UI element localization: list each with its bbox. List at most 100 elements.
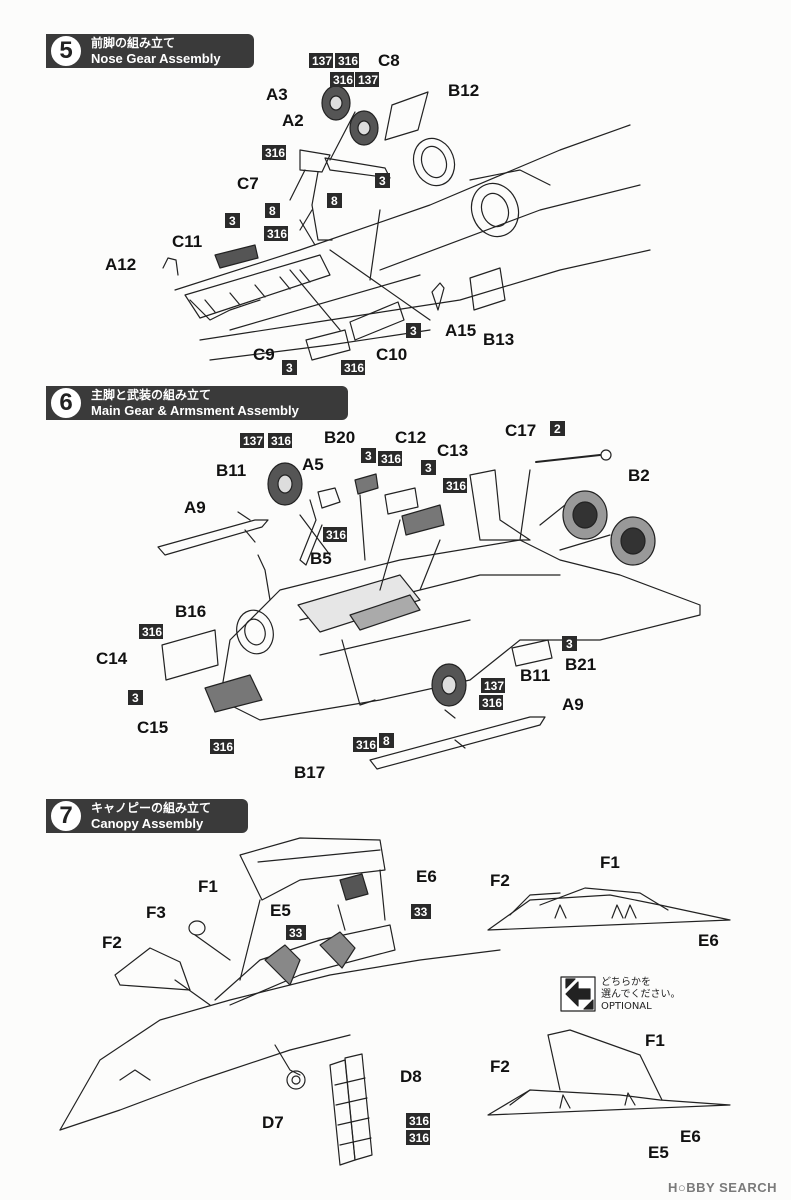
paint-code: 3	[562, 636, 577, 651]
optional-jp-line2: 選んでください。	[601, 989, 681, 1000]
svg-text:316: 316	[267, 227, 287, 241]
svg-text:316: 316	[381, 452, 401, 466]
svg-text:137: 137	[484, 679, 504, 693]
part-label: A12	[105, 255, 136, 274]
svg-text:316: 316	[409, 1114, 429, 1128]
paint-code: 3	[421, 460, 436, 475]
paint-code: 316	[378, 451, 402, 466]
step-7-number: 7	[49, 799, 83, 833]
part-label: F2	[102, 933, 122, 952]
part-label: D7	[262, 1113, 284, 1132]
svg-text:3: 3	[425, 461, 432, 475]
part-label: B17	[294, 763, 325, 782]
svg-text:316: 316	[338, 54, 358, 68]
svg-text:316: 316	[213, 740, 233, 754]
part-label: F1	[600, 853, 620, 872]
step5-fuselage-drawing	[162, 85, 651, 361]
svg-text:316: 316	[409, 1131, 429, 1145]
part-label: B11	[520, 666, 550, 685]
paint-code: 316	[330, 72, 354, 87]
part-label: E6	[680, 1127, 701, 1146]
part-label: B12	[448, 81, 479, 100]
svg-text:3: 3	[379, 174, 386, 188]
part-label: F1	[645, 1031, 665, 1050]
paint-code: 3	[225, 213, 240, 228]
paint-code: 3	[375, 173, 390, 188]
part-label: B16	[175, 602, 206, 621]
paint-code: 316	[406, 1113, 430, 1128]
svg-text:8: 8	[383, 734, 390, 748]
part-label: B5	[310, 549, 332, 568]
paint-code: 8	[327, 193, 342, 208]
part-label: C9	[253, 345, 275, 364]
paint-code: 33	[286, 925, 306, 940]
part-label: F2	[490, 1057, 510, 1076]
optional-note: どちらかを 選んでください。 OPTIONAL	[601, 977, 681, 1013]
part-label: A2	[282, 111, 304, 130]
paint-code: 2	[550, 421, 565, 436]
step-6-title-jp: 主脚と武装の組み立て	[91, 388, 212, 402]
svg-text:316: 316	[326, 528, 346, 542]
part-label: F2	[490, 871, 510, 890]
svg-text:137: 137	[358, 73, 378, 87]
step-6-title-en: Main Gear & Armsment Assembly	[91, 403, 299, 418]
paint-code: 316	[264, 226, 288, 241]
step6-airframe-drawing	[157, 449, 701, 770]
part-label: A9	[184, 498, 206, 517]
svg-text:3: 3	[132, 691, 139, 705]
svg-text:316: 316	[333, 73, 353, 87]
svg-text:137: 137	[312, 54, 332, 68]
part-label: E5	[270, 901, 291, 920]
paint-code: 137	[240, 433, 264, 448]
step7-cockpit-drawing	[59, 837, 731, 1166]
svg-text:316: 316	[344, 361, 364, 375]
svg-text:3: 3	[566, 637, 573, 651]
svg-text:33: 33	[289, 926, 303, 940]
part-label: B20	[324, 428, 355, 447]
step-5-title-en: Nose Gear Assembly	[91, 51, 221, 66]
svg-text:316: 316	[356, 738, 376, 752]
svg-text:33: 33	[414, 905, 428, 919]
part-label: F1	[198, 877, 218, 896]
watermark: H○BBY SEARCH	[668, 1180, 777, 1195]
optional-jp-line1: どちらかを	[601, 977, 651, 988]
paint-code: 3	[282, 360, 297, 375]
svg-text:3: 3	[229, 214, 236, 228]
svg-text:3: 3	[365, 449, 372, 463]
optional-en: OPTIONAL	[601, 1001, 652, 1012]
paint-code: 137	[309, 53, 333, 68]
svg-text:137: 137	[243, 434, 263, 448]
paint-code: 316	[139, 624, 163, 639]
paint-code: 316	[268, 433, 292, 448]
svg-text:2: 2	[554, 422, 561, 436]
step-6-header: 6 主脚と武装の組み立て Main Gear & Armsment Assemb…	[46, 386, 348, 420]
optional-symbol	[560, 976, 596, 1012]
part-label: C12	[395, 428, 426, 447]
paint-code: 8	[265, 203, 280, 218]
svg-text:316: 316	[271, 434, 291, 448]
part-label: B2	[628, 466, 650, 485]
part-label: A9	[562, 695, 584, 714]
part-label: B13	[483, 330, 514, 349]
svg-text:316: 316	[265, 146, 285, 160]
paint-code: 316	[210, 739, 234, 754]
part-label: C7	[237, 174, 259, 193]
part-label: C8	[378, 51, 400, 70]
part-label: D8	[400, 1067, 422, 1086]
part-label: B21	[565, 655, 596, 674]
part-label: C11	[172, 232, 202, 251]
paint-code: 316	[406, 1130, 430, 1145]
part-label: C13	[437, 441, 468, 460]
part-label: C10	[376, 345, 407, 364]
svg-text:316: 316	[446, 479, 466, 493]
step-6-number: 6	[49, 386, 83, 420]
svg-text:316: 316	[142, 625, 162, 639]
svg-text:8: 8	[269, 204, 276, 218]
paint-code: 316	[479, 695, 503, 710]
paint-code: 3	[128, 690, 143, 705]
step-5-title-jp: 前脚の組み立て	[91, 36, 176, 50]
step-7-header: 7 キャノピーの組み立て Canopy Assembly	[46, 799, 248, 833]
paint-code: 316	[341, 360, 365, 375]
part-label: B11	[216, 461, 246, 480]
